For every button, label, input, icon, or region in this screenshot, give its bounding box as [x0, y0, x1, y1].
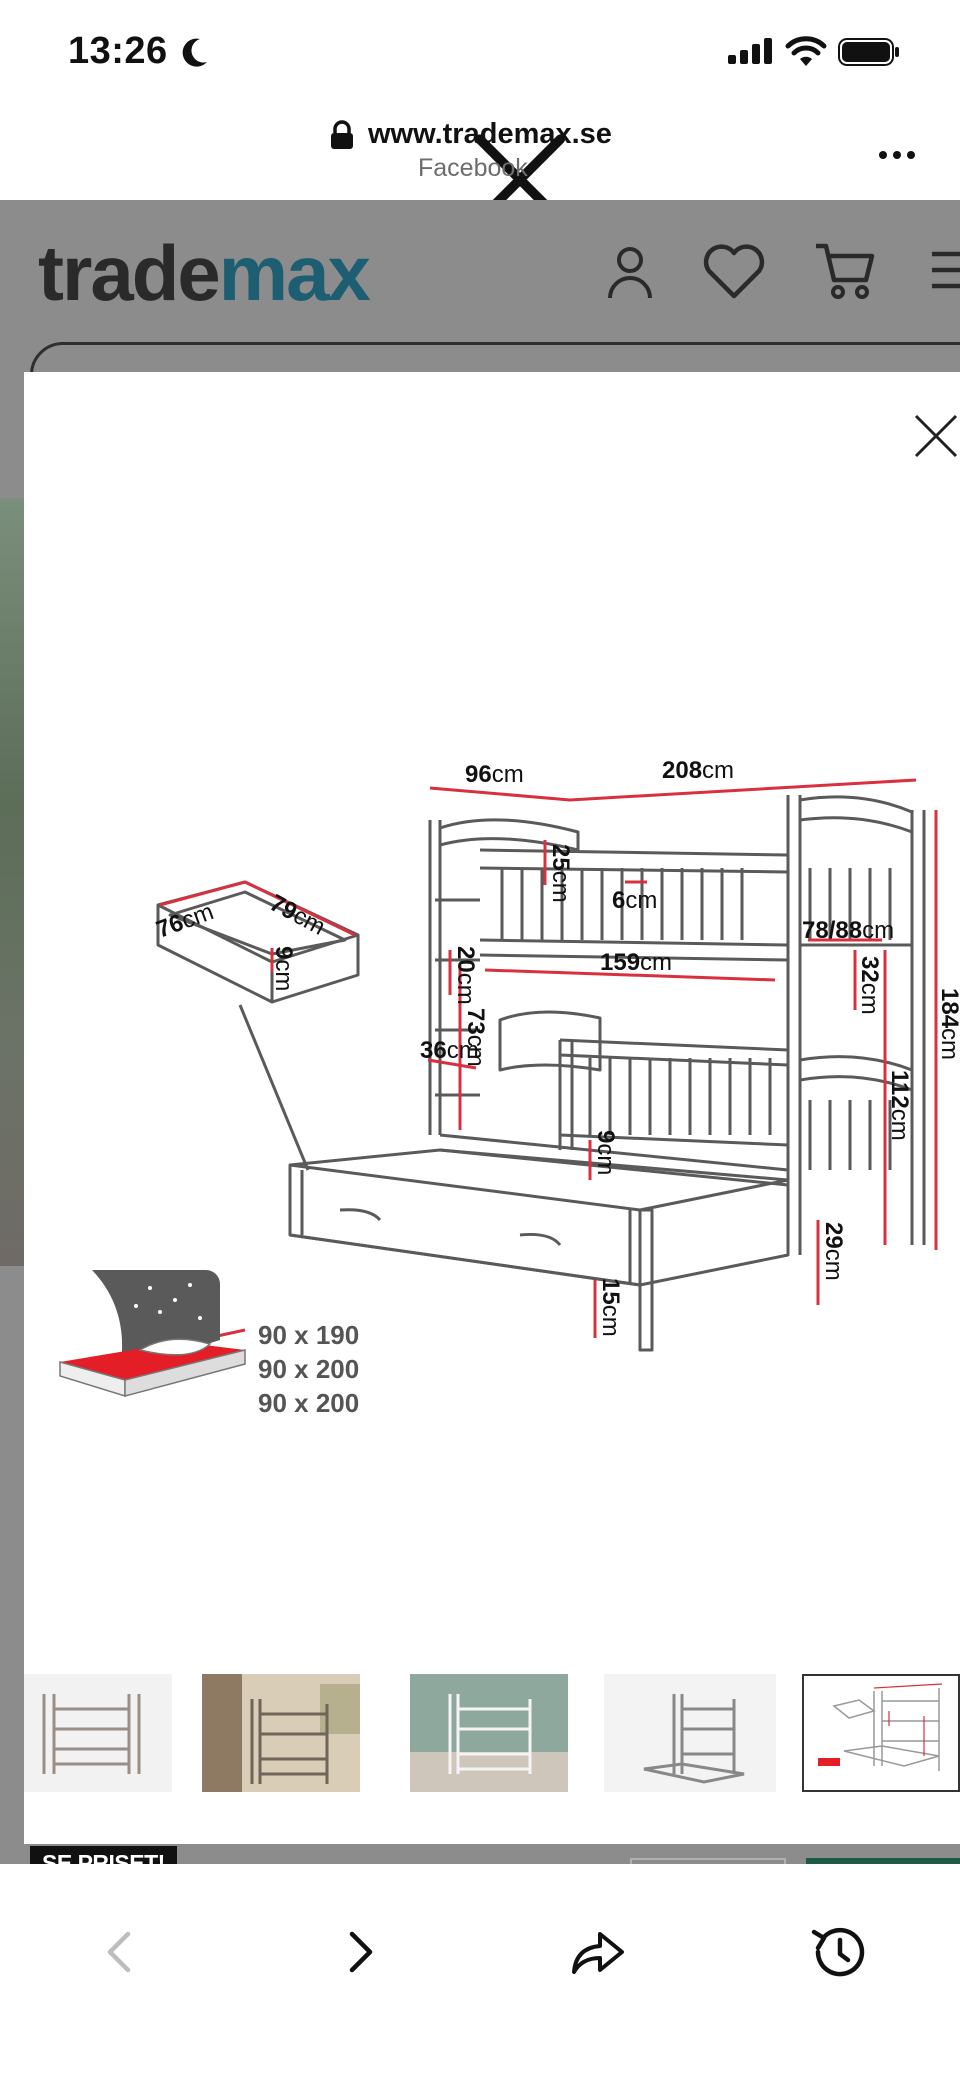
svg-text:29cm: 29cm — [820, 1222, 847, 1281]
svg-text:6cm: 6cm — [612, 887, 657, 914]
moon-icon — [182, 38, 207, 67]
mattress-size-3: 90 x 200 — [258, 1388, 360, 1418]
thumbnail-4[interactable] — [604, 1674, 776, 1792]
mattress-sizes: 90 x 190 90 x 200 90 x 200 — [258, 1318, 359, 1420]
svg-text:159cm: 159cm — [600, 949, 672, 976]
battery-icon — [838, 38, 899, 66]
thumbnail-5-selected[interactable] — [802, 1674, 960, 1792]
cellular-signal-icon — [728, 38, 772, 64]
svg-text:184cm: 184cm — [936, 988, 960, 1060]
history-icon[interactable] — [810, 1924, 866, 1980]
account-icon[interactable] — [606, 244, 654, 300]
svg-text:15cm: 15cm — [597, 1278, 624, 1337]
back-arrow-icon[interactable] — [104, 1930, 134, 1974]
svg-text:9cm: 9cm — [270, 946, 297, 991]
background-product-photo — [0, 498, 24, 1266]
more-options-icon[interactable] — [878, 150, 916, 160]
status-time: 13:26 — [68, 30, 168, 72]
thumbnail-strip — [24, 1674, 960, 1794]
svg-text:96cm: 96cm — [465, 761, 524, 788]
svg-text:36cm: 36cm — [420, 1037, 479, 1064]
thumbnail-3[interactable] — [410, 1674, 568, 1792]
svg-text:20cm: 20cm — [452, 946, 479, 1005]
thumbnail-2[interactable] — [202, 1674, 360, 1792]
close-lightbox-icon[interactable] — [914, 414, 958, 458]
svg-text:73cm: 73cm — [462, 1008, 489, 1067]
svg-text:112cm: 112cm — [886, 1070, 913, 1141]
forward-arrow-icon[interactable] — [346, 1930, 376, 1974]
menu-icon[interactable] — [928, 250, 960, 290]
status-bar: 13:26 — [0, 0, 960, 105]
mattress-size-2: 90 x 200 — [258, 1354, 360, 1384]
share-icon[interactable] — [570, 1926, 626, 1976]
image-lightbox-modal — [24, 372, 960, 1844]
browser-url[interactable]: www.trademax.se — [368, 118, 612, 150]
mattress-size-1: 90 x 190 — [258, 1320, 360, 1350]
shopping-cart-icon[interactable] — [814, 240, 876, 302]
product-dimension-drawing[interactable]: 96cm 208cm 25cm 6cm 78/88cm 159cm 20cm 3… — [40, 740, 960, 1430]
svg-text:79cm: 79cm — [265, 889, 330, 940]
lock-icon — [331, 120, 353, 149]
browser-source-label: Facebook — [418, 154, 528, 182]
thumbnail-1[interactable] — [24, 1674, 172, 1792]
browser-toolbar — [0, 1864, 960, 2077]
svg-text:25cm: 25cm — [547, 844, 574, 903]
wishlist-heart-icon[interactable] — [702, 244, 766, 300]
svg-text:32cm: 32cm — [856, 956, 883, 1015]
wifi-icon — [785, 36, 827, 66]
svg-text:78/88cm: 78/88cm — [802, 917, 894, 944]
trademax-logo[interactable]: trademax — [38, 229, 371, 317]
mattress-night-icon — [59, 1270, 246, 1398]
svg-text:208cm: 208cm — [662, 757, 734, 784]
svg-text:9cm: 9cm — [592, 1130, 619, 1175]
